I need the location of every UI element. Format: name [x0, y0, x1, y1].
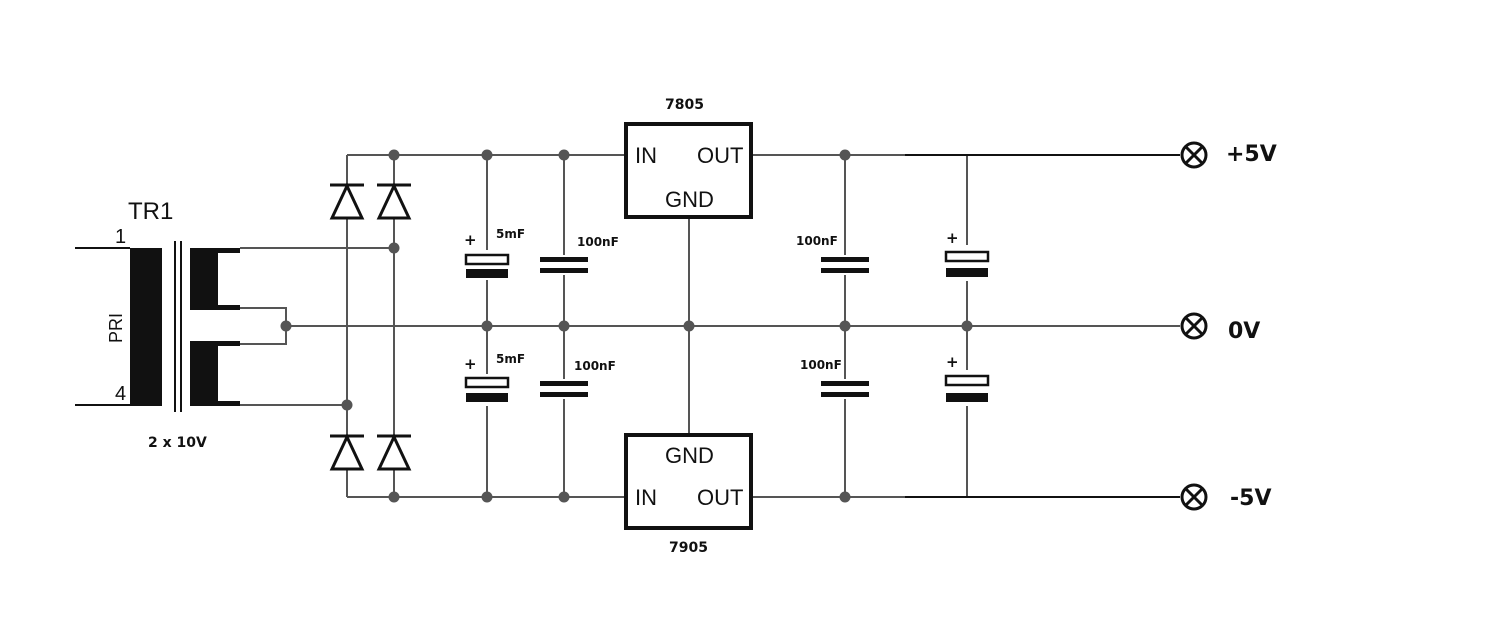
junction-dot [839, 320, 851, 332]
junction-dot [558, 491, 570, 503]
polarity-mark: + [464, 355, 477, 373]
diode-d4 [376, 433, 412, 471]
junction-dot [839, 149, 851, 161]
transformer-name: TR1 [128, 198, 173, 225]
regulator-7805: IN OUT GND 7805 [624, 97, 753, 219]
primary-label: PRI [106, 313, 126, 343]
terminal-pos: +5V [1180, 141, 1277, 169]
regulator-gnd-label: GND [665, 443, 714, 468]
cap-value-label: 100nF [574, 359, 616, 373]
junction-dot [558, 149, 570, 161]
polarity-mark: + [464, 231, 477, 249]
capacitor-ceramic-out-pos: 100nF [796, 234, 869, 275]
diode-d1 [329, 182, 365, 220]
regulator-in-label: IN [635, 485, 657, 510]
secondary-winding-top [190, 248, 218, 310]
junction-dot [280, 320, 292, 332]
junction-dot [683, 320, 695, 332]
junction-dot [388, 491, 400, 503]
junction-dot [481, 149, 493, 161]
regulator-out-label: OUT [697, 143, 743, 168]
junction-dot [341, 399, 353, 411]
cap-value-label: 100nF [796, 234, 838, 248]
cap-value-label: 5mF [496, 352, 525, 366]
polarity-mark: + [946, 229, 959, 247]
junction-dot [388, 242, 400, 254]
junction-dot [481, 320, 493, 332]
capacitor-electrolytic-in-pos: + 5mF [464, 227, 525, 280]
diode-d3 [329, 433, 365, 471]
transformer-tr1: TR1 1 4 PRI 2 x 10V [75, 198, 240, 451]
regulator-gnd-label: GND [665, 187, 714, 212]
regulator-in-label: IN [635, 143, 657, 168]
polarity-mark: + [946, 353, 959, 371]
junction-dot [388, 149, 400, 161]
output-label-zero: 0V [1228, 319, 1260, 344]
primary-winding [130, 248, 162, 406]
output-label-neg: -5V [1230, 486, 1271, 511]
cap-value-label: 100nF [800, 358, 842, 372]
capacitor-electrolytic-in-neg: + 5mF [464, 352, 525, 406]
output-label-pos: +5V [1226, 142, 1277, 167]
secondary-label: 2 x 10V [148, 435, 207, 451]
junction-dot [839, 491, 851, 503]
cap-value-label: 100nF [577, 235, 619, 249]
capacitor-ceramic-in-neg: 100nF [540, 359, 616, 399]
terminal-neg: -5V [1180, 483, 1271, 511]
junction-dot [558, 320, 570, 332]
capacitor-ceramic-in-pos: 100nF [540, 235, 619, 275]
pin-label-bottom: 4 [115, 383, 126, 405]
capacitor-electrolytic-out-neg: + [944, 353, 990, 406]
secondary-winding-bottom [190, 341, 218, 406]
diode-d2 [376, 182, 412, 220]
capacitor-ceramic-out-neg: 100nF [800, 358, 869, 399]
cap-value-label: 5mF [496, 227, 525, 241]
junction-dot [961, 320, 973, 332]
terminal-zero: 0V [1180, 312, 1260, 344]
pin-label-top: 1 [115, 226, 126, 248]
junction-dots [280, 149, 973, 503]
regulator-part-label: 7805 [665, 97, 704, 113]
bridge-rectifier [329, 182, 412, 471]
capacitor-electrolytic-out-pos: + [944, 229, 990, 281]
regulator-part-label: 7905 [669, 540, 708, 556]
regulator-7905: GND IN OUT 7905 [624, 433, 753, 556]
junction-dot [481, 491, 493, 503]
regulator-out-label: OUT [697, 485, 743, 510]
